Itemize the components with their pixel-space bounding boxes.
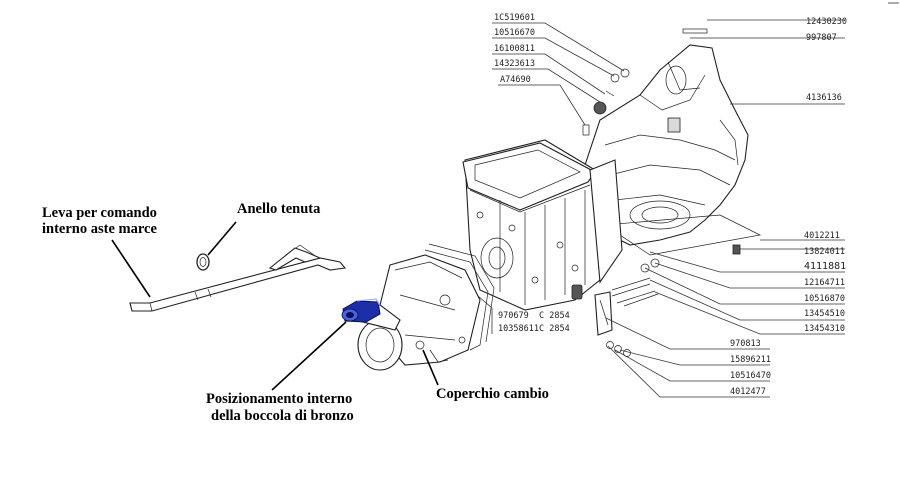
- part-number: 10358611: [498, 324, 539, 334]
- gearbox-housing: [462, 28, 762, 357]
- caption-coperchio: Coperchio cambio: [436, 386, 549, 402]
- part-number: 16100811: [494, 44, 535, 54]
- part-numbers-lower-right: 970813 15896211 10516470 4012477: [605, 317, 771, 398]
- caption-leva-line2: interno aste marce: [42, 221, 157, 237]
- part-number: 4111881: [804, 261, 846, 272]
- pointer-leva: [111, 239, 151, 298]
- part-number: 10516870: [804, 294, 845, 304]
- seal-ring: [196, 253, 210, 271]
- part-numbers-top-left: 1C519601 10516670 16100811 14323613 A746…: [492, 13, 625, 126]
- part-number: 12164711: [804, 278, 845, 288]
- caption-leva-line1: Leva per comando: [42, 205, 157, 221]
- part-number: 15896211: [730, 355, 771, 365]
- part-number: 4012477: [730, 387, 766, 397]
- caption-anello: Anello tenuta: [237, 201, 321, 217]
- part-number: 4136136: [806, 93, 842, 103]
- control-lever: [129, 244, 347, 312]
- part-numbers-center: 970679 C 2854 10358611 C 2854: [477, 295, 570, 334]
- clamp-part: [594, 291, 613, 336]
- caption-posizionamento-line2: della boccola di bronzo: [211, 408, 354, 424]
- part-number: 4012211: [804, 231, 840, 241]
- part-tag: C 2854: [539, 324, 570, 334]
- pointer-coperchio: [422, 349, 439, 386]
- part-number: 13454310: [804, 324, 845, 334]
- part-numbers-top-right: 12430230 997807 4136136: [690, 17, 847, 105]
- part-number: 1C519601: [494, 13, 535, 23]
- gearbox-cover: [341, 243, 495, 371]
- part-number: 10516470: [730, 371, 771, 381]
- part-number: 13454510: [804, 309, 845, 319]
- part-number: 10516670: [494, 28, 535, 38]
- caption-posizionamento-line1: Posizionamento interno: [206, 391, 352, 407]
- part-tag: C 2854: [539, 311, 570, 321]
- bolt-part: [732, 244, 741, 255]
- part-number: 970813: [730, 339, 761, 349]
- bronze-bushing: [341, 298, 381, 323]
- plug-part: [571, 284, 583, 300]
- part-numbers-right: 4012211 13824011 4111881 12164711 105168…: [644, 231, 846, 335]
- part-number: 13824011: [804, 247, 845, 257]
- pointer-posizionamento: [271, 321, 347, 391]
- part-number: 14323613: [494, 59, 535, 69]
- part-number: A74690: [500, 75, 531, 85]
- part-number: 970679: [498, 311, 529, 321]
- part-number: 12430230: [806, 17, 847, 27]
- pointer-anello: [207, 221, 237, 256]
